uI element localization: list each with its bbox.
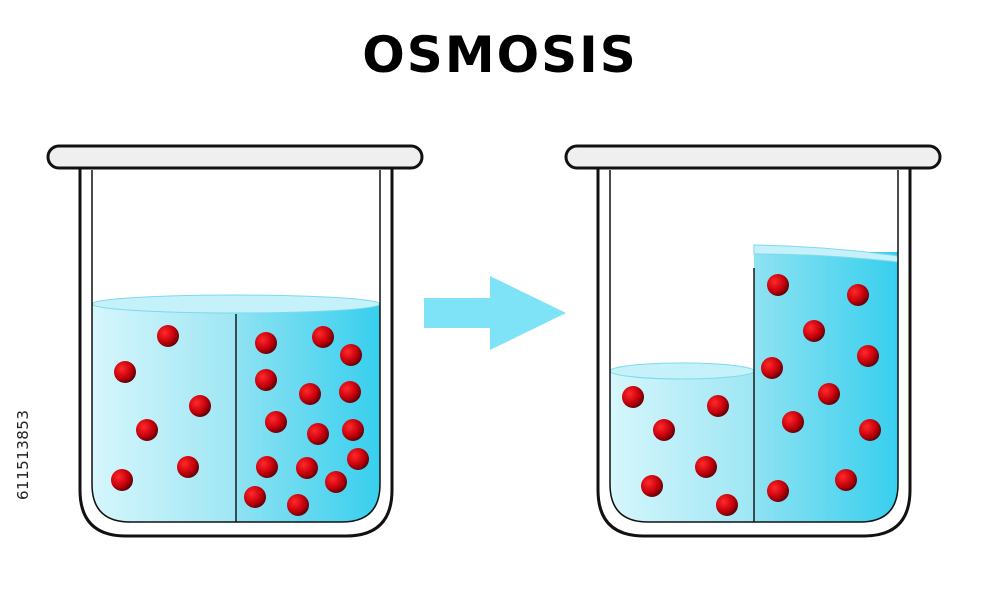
beaker-lip-before [46, 144, 424, 170]
solute-particle [707, 395, 729, 417]
solute-particle [347, 448, 369, 470]
solute-particle [622, 386, 644, 408]
solute-particle [782, 411, 804, 433]
solute-particle [265, 411, 287, 433]
particles-left-after [622, 386, 738, 516]
solute-particle [325, 471, 347, 493]
beaker-glass-after [596, 162, 912, 538]
solute-particle [767, 274, 789, 296]
solute-particle [847, 284, 869, 306]
solute-particle [653, 419, 675, 441]
solute-particle [111, 469, 133, 491]
solute-particle [716, 494, 738, 516]
solute-particle [761, 357, 783, 379]
solute-particle [835, 469, 857, 491]
solute-particle [339, 381, 361, 403]
beaker-glass-before [78, 162, 394, 538]
stock-id-label: 611513853 [14, 409, 32, 500]
beaker-before [46, 144, 424, 538]
water-surface-left-after [609, 362, 755, 380]
solute-particle [859, 419, 881, 441]
solute-particle [256, 456, 278, 478]
arrow-icon [424, 276, 566, 350]
solute-particle [818, 383, 840, 405]
particles-right-before [244, 326, 369, 516]
particles-left-before [111, 325, 211, 491]
solute-particle [342, 419, 364, 441]
solute-particle [157, 325, 179, 347]
beaker-after [564, 144, 942, 538]
solute-particle [244, 486, 266, 508]
solute-particle [767, 480, 789, 502]
solute-particle [312, 326, 334, 348]
solute-particle [189, 395, 211, 417]
solute-particle [340, 344, 362, 366]
solute-particle [296, 457, 318, 479]
water-surface-before [91, 294, 381, 314]
solution-left-before [92, 305, 236, 522]
solute-particle [695, 456, 717, 478]
solute-particle [114, 361, 136, 383]
solute-particle [177, 456, 199, 478]
solute-particle [255, 369, 277, 391]
solute-particle [287, 494, 309, 516]
solute-particle [857, 345, 879, 367]
beaker-lip-after [564, 144, 942, 170]
solute-particle [299, 383, 321, 405]
solute-particle [803, 320, 825, 342]
solute-particle [255, 332, 277, 354]
solute-particle [641, 475, 663, 497]
diagram-title: OSMOSIS [362, 26, 638, 84]
particles-right-after [761, 274, 881, 502]
solute-particle [307, 423, 329, 445]
solute-particle [136, 419, 158, 441]
